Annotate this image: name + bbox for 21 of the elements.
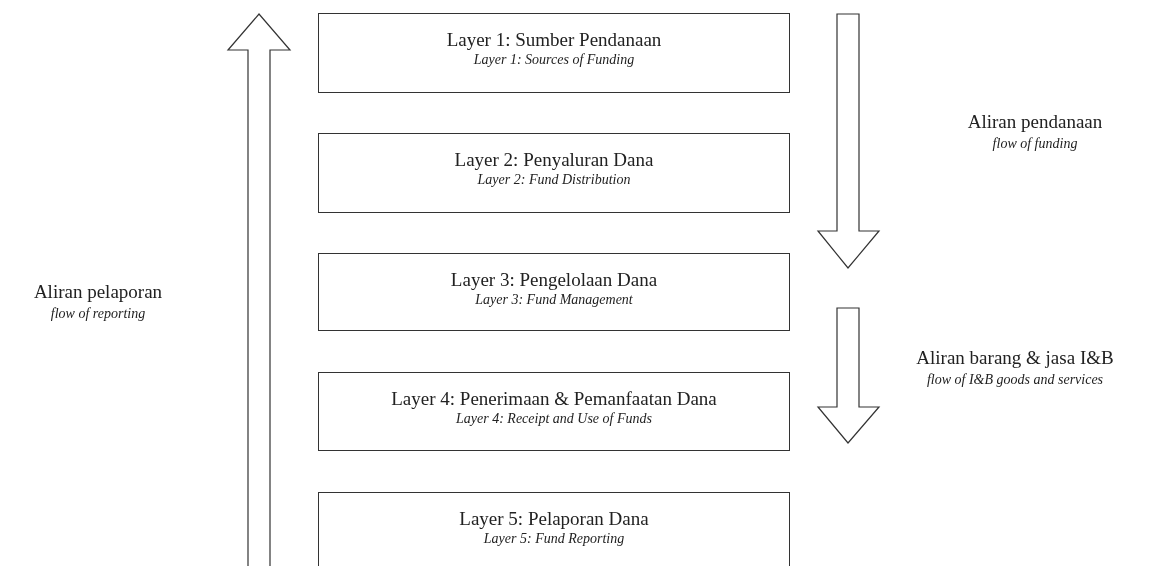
layer-translation: Layer 1: Sources of Funding [473,51,635,68]
layer-title: Layer 3: Pengelolaan Dana [450,268,658,291]
layer-box [318,492,790,566]
layer-box [318,13,790,93]
layer-translation: Layer 3: Fund Management [475,291,633,308]
flow-label: Aliran pelaporan [33,280,163,303]
layer-translation: Layer 4: Receipt and Use of Funds [456,410,652,427]
layer-box [318,253,790,331]
flow-translation: flow of I&B goods and services [926,371,1104,388]
layer-translation: Layer 2: Fund Distribution [477,171,631,188]
layer-box [318,372,790,451]
layer-title: Layer 4: Penerimaan & Pemanfaatan Dana [391,387,717,410]
layer-title: Layer 5: Pelaporan Dana [459,507,649,530]
flow-label: Aliran pendanaan [967,110,1103,133]
flow-label: Aliran barang & jasa I&B [916,346,1114,369]
layer-title: Layer 2: Penyaluran Dana [454,148,654,171]
layer-translation: Layer 5: Fund Reporting [483,530,625,547]
flow-translation: flow of reporting [50,305,146,322]
flow-translation: flow of funding [992,135,1078,152]
layer-box [318,133,790,213]
layer-title: Layer 1: Sumber Pendanaan [446,28,662,51]
